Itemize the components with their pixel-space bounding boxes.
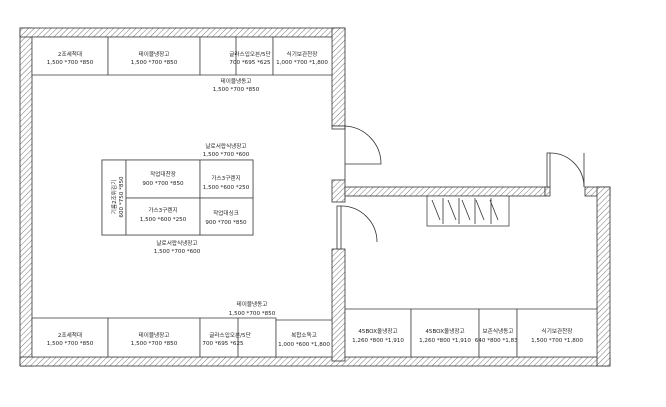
eq-bottom-dish-shelf-dims: 1,500 *700 *1,800 xyxy=(531,338,583,344)
eq-bottom-sterilizer-name: 복합소독고 xyxy=(291,331,317,339)
island-work-sink xyxy=(199,197,254,236)
wall-right-room-right xyxy=(596,186,611,367)
eq-bottom-table-freezer-dims: 1,500 *700 *850 xyxy=(229,311,276,317)
eq-bottom-gas-range: 글라스입오븐/5단 700 *695 *625 xyxy=(199,317,277,358)
island-fridge-bottom-name: 날로서랍식냉장고 xyxy=(156,239,197,247)
island-fryer-dims: 600 *750 *850 xyxy=(119,176,125,218)
glass-rack xyxy=(426,195,510,227)
island-fridge-top-label: 날로서랍식냉장고 1,500 *700 *600 xyxy=(203,142,250,158)
eq-bottom-sink2: 2조세척대 1,500 *700 *850 xyxy=(31,317,109,358)
island-range-right-dims: 1,500 *600 *250 xyxy=(203,185,250,191)
wall-right-lower xyxy=(331,248,346,362)
eq-bottom-sterilizer: 복합소독고 1,000 *600 *1,800 xyxy=(275,319,333,358)
wall-corridor-stub xyxy=(544,186,551,197)
wall-top xyxy=(19,27,346,38)
eq-top-dish-shelf: 식기보관찬장 1,000 *700 *1,800 xyxy=(272,36,333,76)
eq-top-sink2-name: 2조세척대 xyxy=(58,50,82,58)
eq-bottom-sterilizer-dims: 1,000 *600 *1,800 xyxy=(278,342,330,348)
eq-top-dish-shelf-name: 식기보관찬장 xyxy=(287,50,318,58)
eq-box45-fridge-1-name: 45BOX올냉장고 xyxy=(358,327,397,335)
wall-bottom-left xyxy=(19,356,611,367)
eq-bottom-table-freezer-name: 테이블냉동고 xyxy=(237,300,268,308)
door-right-room xyxy=(546,152,585,188)
island-worktable xyxy=(125,159,201,199)
eq-bottom-table-fridge-dims: 1,500 *700 *850 xyxy=(131,341,178,347)
island-fridge-bottom-label: 날로서랍식냉장고 1,500 *700 *600 xyxy=(154,239,201,255)
eq-bottom-table-fridge-name: 테이블냉장고 xyxy=(139,331,170,339)
eq-box45-fridge-2-dims: 1,260 *800 *1,910 xyxy=(419,338,471,344)
island-work-sink-dims: 900 *700 *850 xyxy=(205,220,247,226)
wall-left xyxy=(19,27,33,367)
wall-right-mid xyxy=(331,179,346,203)
island: 기름2조튀김기 600 *750 *850 작업대찬장 900 *700 *85… xyxy=(101,159,254,236)
island-worktable-name: 작업대찬장 xyxy=(150,170,176,178)
wall-right-upper xyxy=(331,27,346,127)
eq-top-table-freezer: 테이블냉동고 1,500 *700 *850 xyxy=(213,77,260,93)
eq-bottom-sink2-dims: 1,500 *700 *850 xyxy=(47,341,94,347)
island-range-right xyxy=(199,159,254,199)
eq-food-fridge: 보존식냉동고 640 *800 *1,830 xyxy=(475,308,522,358)
eq-top-sink2: 2조세척대 1,500 *700 *850 xyxy=(31,36,109,76)
island-fridge-bottom-dims: 1,500 *700 *600 xyxy=(154,249,201,255)
eq-box45-fridge-2-name: 45BOX올냉장고 xyxy=(425,327,464,335)
eq-box45-fridge-1-dims: 1,260 *800 *1,910 xyxy=(352,338,404,344)
door-right-lower xyxy=(336,205,378,250)
island-fryer-name: 기름2조튀김기 xyxy=(110,180,118,214)
eq-box45-fridge-2: 45BOX올냉장고 1,260 *800 *1,910 xyxy=(410,308,480,358)
eq-food-fridge-name: 보존식냉동고 xyxy=(483,327,514,335)
island-range-left-dims: 1,500 *600 *250 xyxy=(140,217,187,223)
eq-top-gas-range-dims: 700 *695 *625 xyxy=(229,60,271,66)
eq-top-table-freezer-dims: 1,500 *700 *850 xyxy=(213,87,260,93)
eq-bottom-gas-range-dims: 700 *695 *625 xyxy=(202,341,244,347)
eq-top-table-fridge: 테이블냉장고 1,500 *700 *850 xyxy=(107,36,201,76)
island-worktable-dims: 900 *700 *850 xyxy=(142,181,184,187)
island-fridge-top-dims: 1,500 *700 *600 xyxy=(203,152,250,158)
eq-top-gas-range: 글라스입오븐/5단 700 *695 *625 xyxy=(199,36,274,76)
wall-corridor-top xyxy=(344,186,546,197)
eq-box45-fridge-1: 45BOX올냉장고 1,260 *800 *1,910 xyxy=(344,308,412,358)
eq-bottom-dish-shelf: 식기보관찬장 1,500 *700 *1,800 xyxy=(516,308,598,358)
eq-bottom-table-freezer: 테이블냉동고 1,500 *700 *850 xyxy=(229,300,276,317)
island-work-sink-name: 작업대싱크 xyxy=(213,209,239,217)
eq-top-table-fridge-name: 테이블냉장고 xyxy=(139,50,170,58)
eq-bottom-table-fridge: 테이블냉장고 1,500 *700 *850 xyxy=(107,317,201,358)
eq-bottom-sink2-name: 2조세척대 xyxy=(58,331,82,339)
eq-top-dish-shelf-dims: 1,000 *700 *1,800 xyxy=(276,60,328,66)
island-range-left-name: 가스3구렌지 xyxy=(148,206,177,214)
eq-top-table-freezer-name: 테이블냉동고 xyxy=(221,77,252,85)
eq-bottom-dish-shelf-name: 식기보관찬장 xyxy=(542,327,573,335)
eq-top-sink2-dims: 1,500 *700 *850 xyxy=(47,60,94,66)
eq-top-table-fridge-dims: 1,500 *700 *850 xyxy=(131,60,178,66)
door-right-upper xyxy=(331,125,382,180)
island-fridge-top-name: 날로서랍식냉장고 xyxy=(205,142,246,150)
eq-top-gas-range-name: 글라스입오븐/5단 xyxy=(229,50,270,58)
eq-bottom-gas-range-name: 글라스입오븐/5단 xyxy=(209,331,250,339)
island-range-right-name: 가스3구렌지 xyxy=(211,174,240,182)
eq-food-fridge-dims: 640 *800 *1,830 xyxy=(475,338,522,344)
